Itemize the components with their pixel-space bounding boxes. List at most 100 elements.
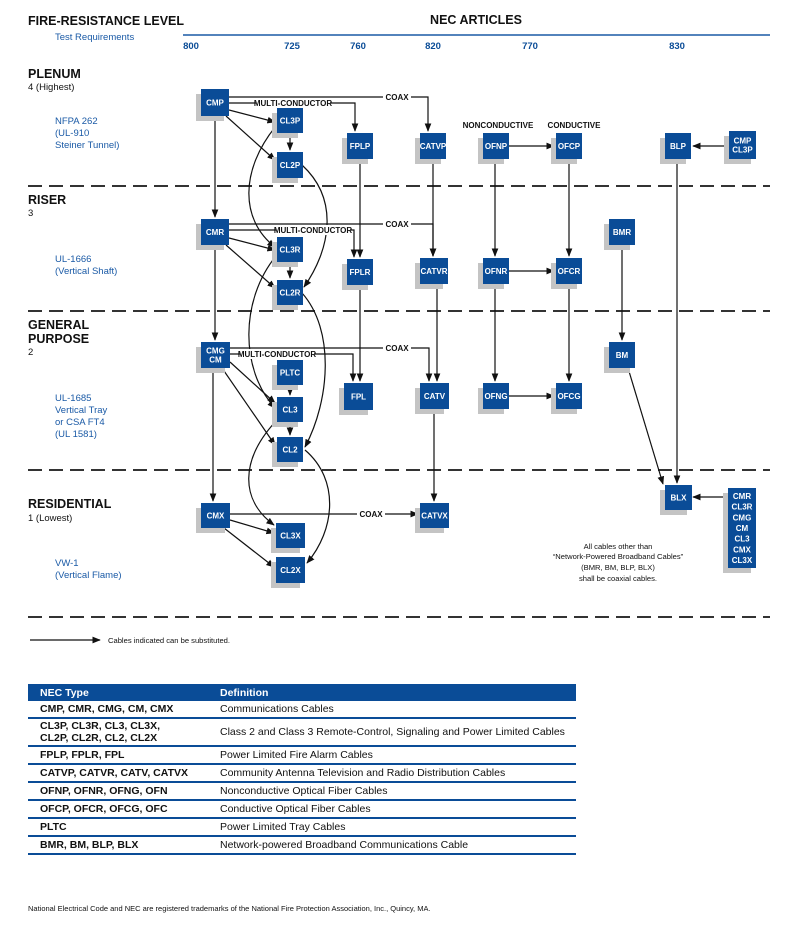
- cable-node-cl2x: CL2X: [271, 557, 305, 588]
- level-general-purpose: GENERAL: [28, 318, 89, 332]
- definition-cell: Class 2 and Class 3 Remote-Control, Sign…: [208, 718, 576, 747]
- cable-node-cl2: CL2: [272, 437, 303, 467]
- node-label: CL3R: [732, 503, 753, 512]
- nec-type-table: NEC Type Definition CMP, CMR, CMG, CM, C…: [28, 684, 576, 855]
- coax-note: (BMR, BM, BLP, BLX): [581, 563, 655, 572]
- cable-node-blx: BLX: [660, 485, 692, 515]
- definition-cell: Communications Cables: [208, 701, 576, 719]
- arrow-cl2r-cl2: [301, 292, 326, 448]
- article-725: 725: [284, 41, 301, 52]
- node-box: [609, 342, 635, 368]
- node-box: [347, 133, 373, 159]
- node-label: CL2X: [280, 566, 301, 575]
- coax-label: COAX: [385, 93, 409, 102]
- arrow-bm-blx: [627, 367, 665, 485]
- node-label: CL3P: [280, 117, 301, 126]
- nec-articles-heading: NEC ARTICLES: [430, 13, 522, 27]
- general-test: UL-1685: [55, 393, 91, 404]
- node-box: [201, 219, 229, 245]
- cable-node-ofcg: OFCG: [551, 383, 582, 414]
- node-label: OFCR: [558, 267, 581, 276]
- general-test: Vertical Tray: [55, 405, 108, 416]
- definition-cell: Community Antenna Television and Radio D…: [208, 764, 576, 783]
- node-label: OFNG: [484, 392, 507, 401]
- node-box: [420, 258, 448, 284]
- node-label: FPLR: [350, 268, 371, 277]
- node-label: BLX: [671, 494, 688, 503]
- node-label: CATVX: [421, 512, 448, 521]
- table-row: CL3P, CL3R, CL3, CL3X, CL2P, CL2R, CL2, …: [28, 718, 576, 747]
- arrow-cmg-catv: [230, 347, 433, 382]
- definition-cell: Power Limited Fire Alarm Cables: [208, 746, 576, 765]
- node-label: CMR: [206, 228, 224, 237]
- node-box: [728, 488, 756, 568]
- node-label: BM: [616, 351, 629, 360]
- article-760: 760: [350, 41, 366, 52]
- arrow-cmr-cl2r: [225, 244, 276, 289]
- test-requirements-subheading: Test Requirements: [55, 32, 134, 43]
- node-label: CATV: [424, 392, 446, 401]
- node-label: CMP: [206, 99, 224, 108]
- arrow-cmp-cl3p: [228, 109, 276, 124]
- node-label: FPLP: [350, 142, 371, 151]
- node-box: [556, 258, 582, 284]
- arrow-cmr-cl3r: [228, 237, 276, 252]
- node-label: OFNR: [485, 267, 508, 276]
- node-label: CMR: [733, 492, 751, 501]
- arrow-cmp-cl2p: [225, 115, 276, 161]
- node-box: [556, 133, 582, 159]
- node-box: [201, 342, 230, 368]
- definition-cell: Nonconductive Optical Fiber Cables: [208, 782, 576, 801]
- general-test: (UL 1581): [55, 429, 97, 440]
- node-box: [483, 258, 509, 284]
- coax-note: “Network-Powered Broadband Cables”: [553, 552, 684, 561]
- nec-type-cell: FPLP, FPLR, FPL: [28, 746, 208, 765]
- level-riser-rank: 3: [28, 208, 33, 219]
- node-label: PLTC: [280, 369, 301, 378]
- node-box: [276, 557, 305, 583]
- plenum-test: NFPA 262: [55, 116, 98, 127]
- nec-type-cell: PLTC: [28, 818, 208, 837]
- cable-node-cl3x: CL3X: [271, 523, 305, 553]
- node-box: [277, 280, 303, 305]
- node-box: [420, 503, 449, 528]
- node-box: [344, 383, 373, 410]
- plenum-test: (UL-910: [55, 128, 89, 139]
- node-box: [277, 397, 303, 422]
- level-plenum: PLENUM: [28, 67, 81, 81]
- node-label: OFCP: [558, 142, 581, 151]
- cable-node-ofcr: OFCR: [551, 258, 582, 289]
- fire-resistance-heading: FIRE-RESISTANCE LEVEL: [28, 14, 184, 28]
- nonconductive-label: NONCONDUCTIVE: [463, 121, 534, 130]
- node-label: CM: [736, 524, 749, 533]
- nec-type-cell: OFNP, OFNR, OFNG, OFN: [28, 782, 208, 801]
- cable-node-cl3p: CL3P: [272, 108, 303, 138]
- cable-node-cmx: CMX: [196, 503, 230, 533]
- node-box: [277, 237, 303, 262]
- multi-conductor-label: MULTI-CONDUCTOR: [274, 226, 353, 235]
- arrow-cmx-cl2x: [223, 527, 275, 568]
- node-box: [483, 383, 509, 409]
- nec-type-cell: CL3P, CL3R, CL3, CL3X, CL2P, CL2R, CL2, …: [28, 718, 208, 747]
- cable-node-ofcp: OFCP: [551, 133, 582, 164]
- cable-node-fpl: FPL: [339, 383, 373, 415]
- riser-test: (Vertical Shaft): [55, 266, 117, 277]
- node-box: [276, 523, 305, 548]
- node-label: FPL: [351, 393, 366, 402]
- cable-node-ofng: OFNG: [478, 383, 509, 414]
- node-box: [420, 133, 446, 159]
- node-box: [665, 485, 692, 510]
- level-residential: RESIDENTIAL: [28, 497, 112, 511]
- header-nec-type: NEC Type: [28, 684, 208, 701]
- node-box: [556, 383, 582, 409]
- node-label: CATVP: [420, 142, 447, 151]
